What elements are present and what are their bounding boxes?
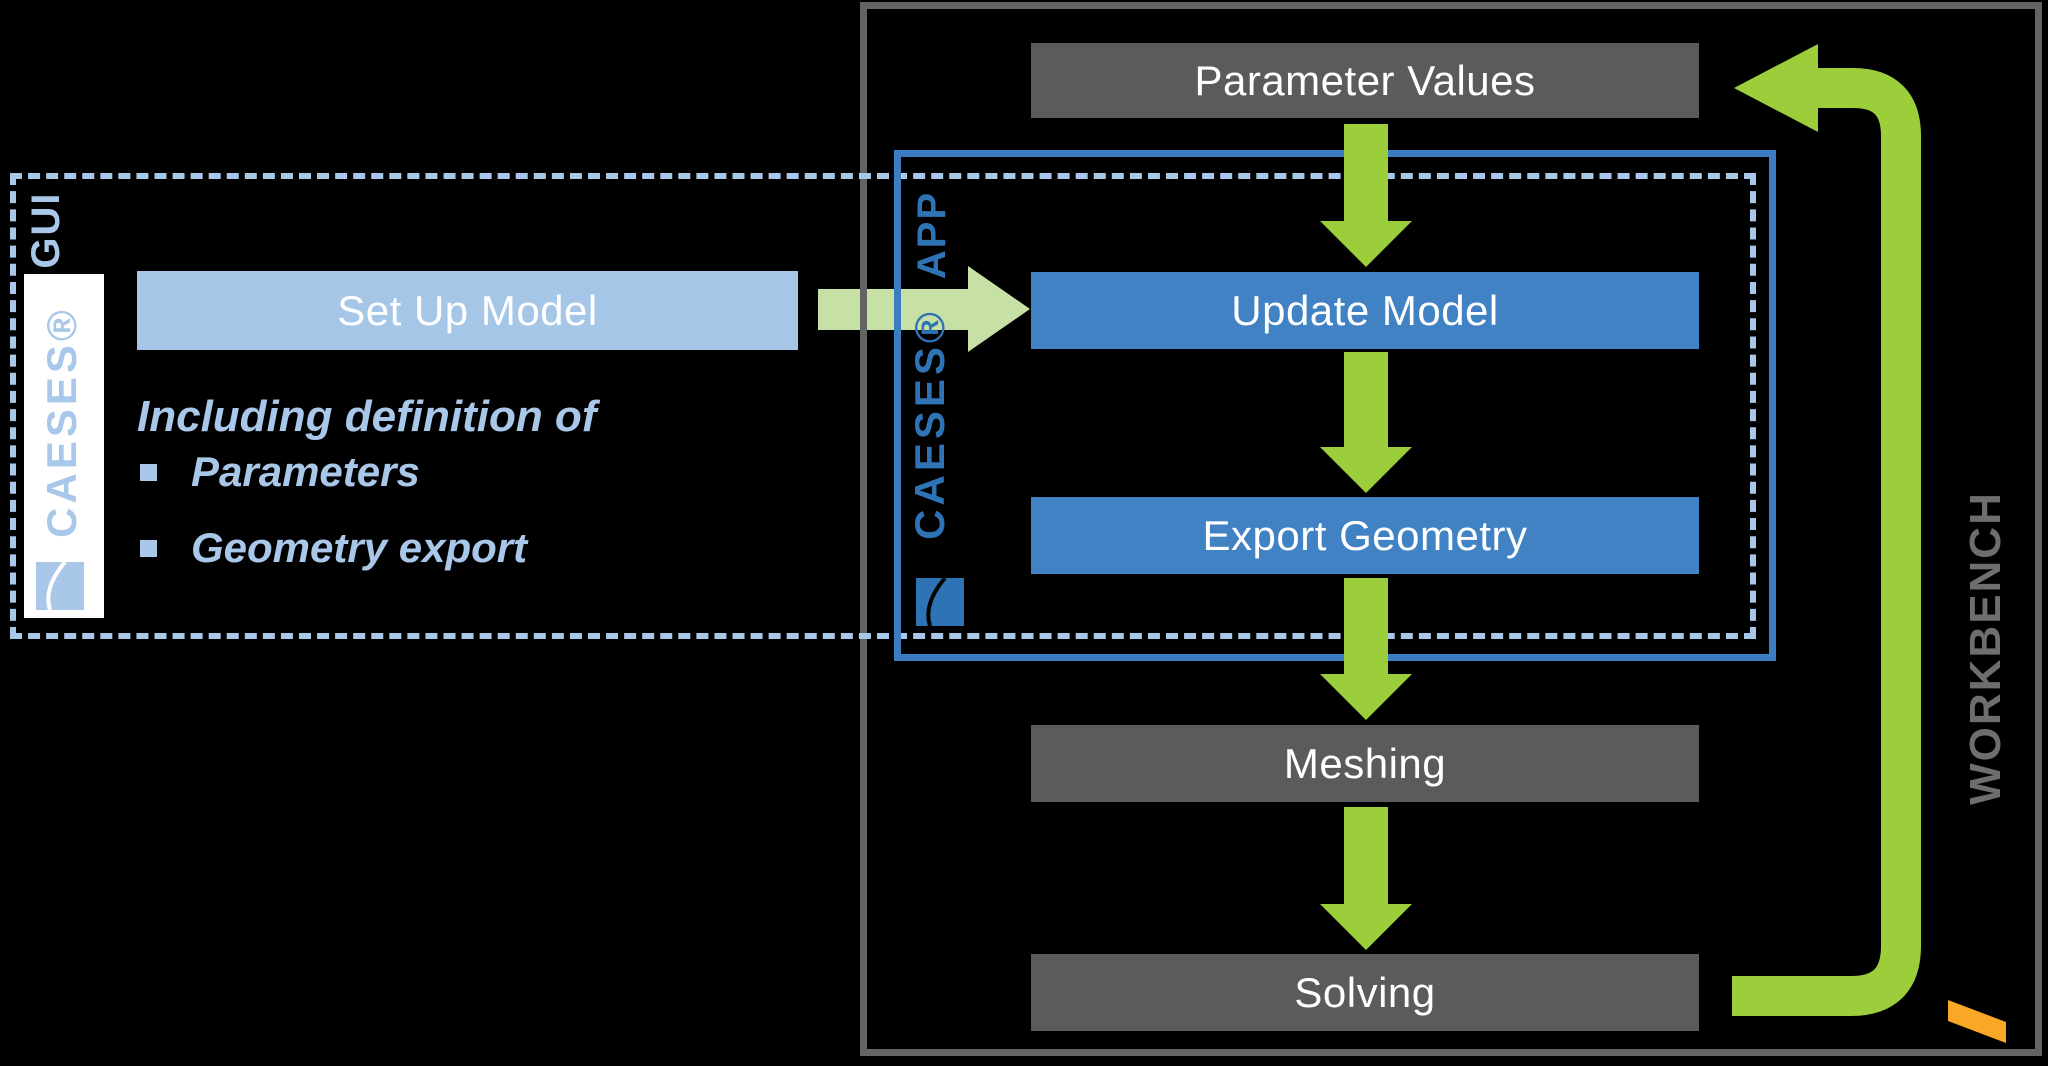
workbench-frame (860, 2, 2042, 1056)
bullet-item-parameters: Parameters (140, 448, 420, 496)
parameter-values-label: Parameter Values (1194, 56, 1536, 104)
gui-vertical-label: GUI (23, 191, 68, 269)
caeses-app-wordmark: CAESES® (906, 308, 953, 540)
bullet-parameters-label: Parameters (191, 448, 420, 495)
export-geometry-label: Export Geometry (1202, 511, 1528, 559)
meshing-label: Meshing (1283, 739, 1447, 787)
set-up-model-box: Set Up Model (137, 271, 798, 350)
definition-note: Including definition of (137, 392, 597, 441)
bullet-item-geometry-export: Geometry export (140, 524, 527, 572)
set-up-model-label: Set Up Model (337, 286, 598, 334)
export-geometry-box: Export Geometry (1031, 497, 1699, 574)
bullet-square-icon (140, 539, 157, 557)
parameter-values-box: Parameter Values (1031, 43, 1699, 118)
bullet-geometry-export-label: Geometry export (191, 524, 528, 571)
update-model-label: Update Model (1231, 286, 1499, 334)
caeses-logo-mark-app-icon (916, 578, 964, 626)
bullet-square-icon (140, 463, 157, 481)
caeses-logo-mark-gui-icon (36, 562, 84, 610)
update-model-box: Update Model (1031, 272, 1699, 349)
workbench-vertical-label: WORKBENCH (1961, 491, 2010, 805)
solving-label: Solving (1294, 968, 1436, 1016)
caeses-gui-wordmark: CAESES® (38, 306, 85, 538)
meshing-box: Meshing (1031, 725, 1699, 802)
app-vertical-label: APP (909, 190, 954, 280)
caeses-gui-logo-strip (24, 274, 104, 618)
solving-box: Solving (1031, 954, 1699, 1031)
caeses-app-frame (894, 150, 1776, 661)
